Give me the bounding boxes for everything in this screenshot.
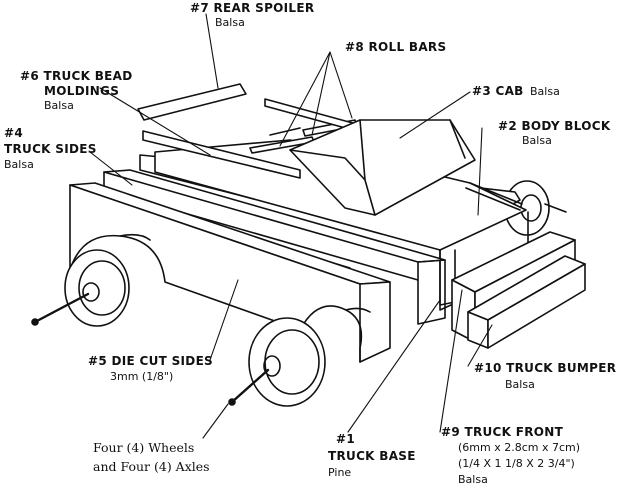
die-cut-sides-dimensions: 3mm (1/8"): [110, 370, 174, 383]
roll-bars-label: #8 ROLL BARS: [345, 40, 447, 54]
body-block-label: #2 BODY BLOCK: [498, 119, 611, 133]
truck-bead-label-line1: #6 TRUCK BEAD: [20, 69, 133, 83]
wheels-label-line1: Four (4) Wheels: [93, 440, 195, 455]
die-cut-sides-label: #5 DIE CUT SIDES: [88, 354, 214, 368]
truck-bead-material: Balsa: [44, 99, 74, 112]
truck-front-dim-metric: (6mm x 2.8cm x 7cm): [458, 441, 581, 454]
truck-bumper-label: #10 TRUCK BUMPER: [474, 361, 617, 375]
rear-spoiler-material: Balsa: [215, 16, 245, 29]
cab-label: #3 CAB: [472, 84, 524, 98]
leader-lines: [89, 13, 493, 439]
truck-base-material: Pine: [328, 466, 352, 479]
truck-bumper: [467, 255, 586, 349]
truck-side: [103, 169, 446, 325]
body-block-material: Balsa: [522, 134, 552, 147]
truck-bumper-material: Balsa: [505, 378, 535, 391]
cab-material: Balsa: [530, 85, 560, 98]
rear-spoiler: [137, 83, 247, 121]
cab: [289, 119, 476, 216]
truck-base-label-line1: #1: [336, 432, 356, 446]
truck-front-material: Balsa: [458, 473, 488, 486]
truck-sides-material: Balsa: [4, 158, 34, 171]
truck-front-dim-imperial: (1/4 X 1 1/8 X 2 3/4"): [458, 457, 575, 470]
wheels-label-line2: and Four (4) Axles: [93, 459, 210, 474]
truck-bead-label-line2: MOLDINGS: [44, 84, 120, 98]
rear-spoiler-label: #7 REAR SPOILER: [190, 1, 315, 15]
truck-sides-label-line2: TRUCK SIDES: [4, 142, 97, 156]
front-right-wheel: [228, 317, 326, 407]
front-left-wheel: [31, 249, 130, 327]
truck-front-label: #9 TRUCK FRONT: [441, 425, 564, 439]
truck-base-label-line2: TRUCK BASE: [328, 449, 416, 463]
truck-sides-label-line1: #4: [4, 126, 24, 140]
